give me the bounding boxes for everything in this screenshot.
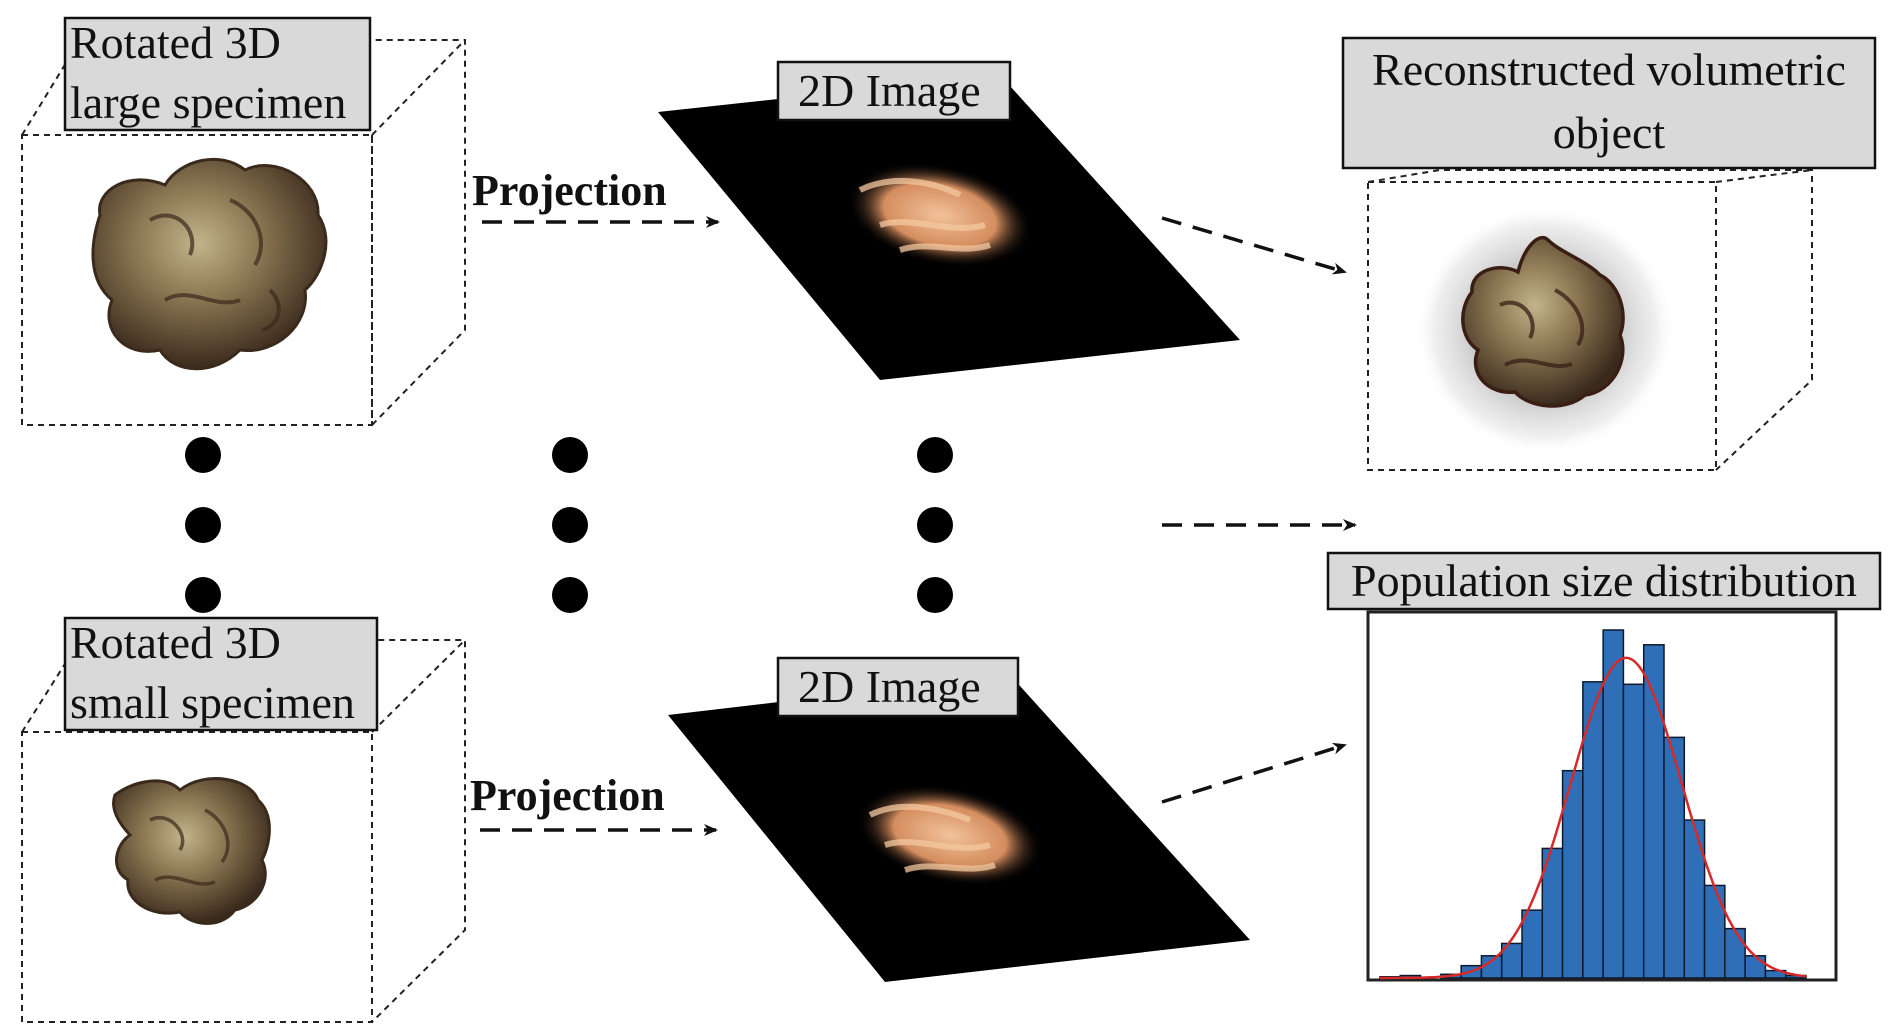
image-label-bottom: 2D Image bbox=[798, 661, 981, 712]
small-specimen-cube: Rotated 3D small specimen bbox=[21, 616, 466, 1023]
image-label-box-top bbox=[776, 60, 1012, 122]
ellipsis-dots bbox=[185, 437, 953, 613]
small-specimen-label-box bbox=[63, 616, 379, 732]
image-plane-bottom: 2D Image bbox=[668, 656, 1250, 982]
histogram-bar bbox=[1683, 819, 1706, 979]
image-label-box-bottom bbox=[776, 656, 1020, 718]
projection-label-bottom: Projection bbox=[470, 771, 665, 820]
histogram-bar bbox=[1582, 681, 1604, 979]
distribution-label-box bbox=[1326, 551, 1882, 611]
reconstructed-object-cube: Reconstructed volumetric object bbox=[1341, 36, 1877, 471]
histogram-bar bbox=[1480, 955, 1503, 979]
large-specimen-label-line2: large specimen bbox=[70, 77, 346, 128]
histogram-bars bbox=[1379, 629, 1807, 979]
histogram-bar bbox=[1744, 955, 1767, 979]
reconstructed-label-line2: object bbox=[1553, 107, 1666, 158]
reconstructed-object-icon bbox=[1461, 236, 1625, 408]
gaussian-fit-curve bbox=[1380, 656, 1807, 980]
small-specimen-icon bbox=[112, 777, 271, 925]
histogram-bar bbox=[1521, 909, 1544, 979]
reconstructed-label-line1: Reconstructed volumetric bbox=[1372, 44, 1846, 95]
large-specimen-cube: Rotated 3D large specimen bbox=[21, 16, 466, 426]
distribution-label: Population size distribution bbox=[1351, 555, 1857, 606]
large-specimen-label-box bbox=[63, 16, 372, 132]
histogram-bar bbox=[1602, 629, 1625, 979]
output-arrows bbox=[1161, 216, 1357, 804]
projection-label-top: Projection bbox=[472, 166, 667, 215]
projection-arrow-top: Projection bbox=[472, 166, 720, 228]
small-specimen-label-line2: small specimen bbox=[70, 677, 355, 728]
histogram-bar bbox=[1622, 683, 1645, 979]
large-specimen-icon bbox=[91, 157, 328, 371]
histogram-bar bbox=[1764, 969, 1787, 979]
small-specimen-label-line1: Rotated 3D bbox=[70, 617, 281, 668]
large-specimen-label-line1: Rotated 3D bbox=[70, 17, 281, 68]
distribution-panel: Population size distribution bbox=[1326, 551, 1882, 982]
reconstructed-label-box bbox=[1341, 36, 1877, 170]
histogram-bar bbox=[1724, 927, 1746, 979]
image-plane-top: 2D Image bbox=[658, 60, 1240, 380]
image-label-top: 2D Image bbox=[798, 65, 981, 116]
histogram-bar bbox=[1663, 736, 1686, 979]
projection-arrow-bottom: Projection bbox=[470, 771, 718, 836]
histogram-bar bbox=[1703, 884, 1726, 979]
